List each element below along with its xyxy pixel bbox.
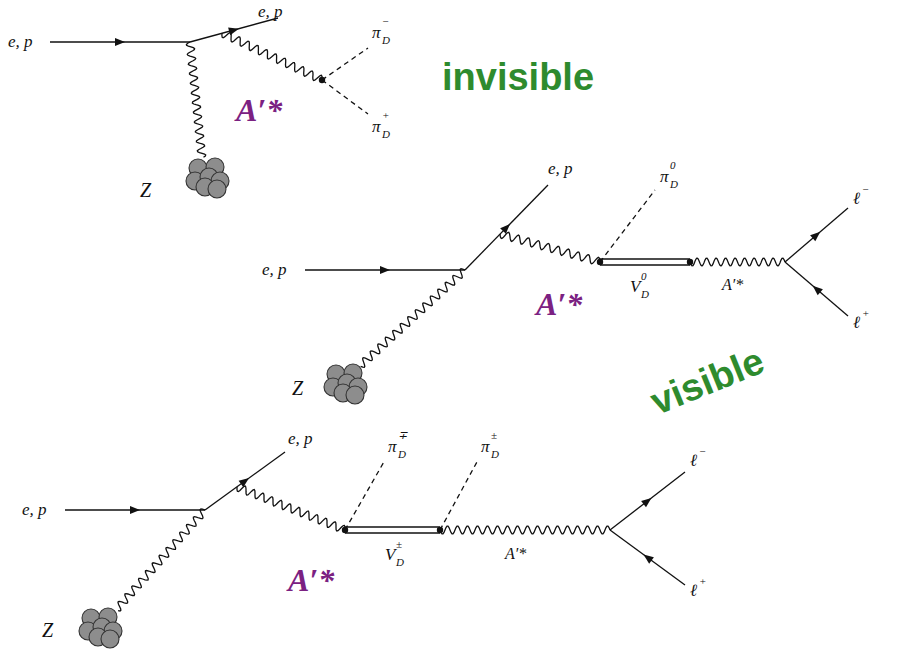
arrowhead	[130, 506, 140, 514]
photon-line	[690, 258, 785, 266]
nucleus	[208, 180, 226, 198]
arrowhead	[239, 478, 249, 487]
superscript: ∓	[398, 430, 407, 441]
arrowhead	[115, 38, 125, 46]
fermion-line	[465, 185, 548, 270]
particle-label: ℓ	[690, 452, 697, 469]
fermion-line	[610, 472, 685, 530]
nucleus-label: Z	[42, 620, 53, 640]
subscript: D	[670, 179, 678, 190]
nucleus-label: Z	[140, 180, 151, 200]
superscript: +	[699, 576, 706, 587]
fermion-line	[785, 262, 848, 316]
fermion-line	[785, 208, 848, 262]
photon-line	[440, 526, 610, 534]
mediator-label: A′*	[722, 277, 743, 293]
vertex-dot	[319, 77, 325, 83]
particle-label: ℓ	[853, 190, 860, 207]
particle-label: e, p	[258, 3, 283, 20]
particle-label: e, p	[262, 261, 287, 278]
superscript: −	[862, 184, 869, 195]
superscript: ±	[491, 430, 497, 441]
dark-vector-line	[600, 264, 690, 265]
fermion-line	[610, 530, 685, 585]
subscript: D	[641, 289, 649, 300]
particle-label: π	[372, 118, 381, 135]
photon-line	[118, 509, 205, 611]
superscript: +	[862, 308, 869, 319]
superscript: 0	[670, 160, 676, 171]
dark-pion-line	[600, 190, 655, 262]
photon-line	[186, 42, 205, 157]
vertex-dot	[342, 527, 348, 533]
superscript: +	[382, 110, 389, 121]
particle-label: V	[630, 278, 640, 295]
particle-label: ℓ	[853, 314, 860, 331]
mediator-label: A′*	[236, 94, 282, 126]
particle-label: ℓ	[690, 582, 697, 599]
photon-line	[500, 232, 600, 263]
nucleus	[101, 630, 119, 648]
particle-label: e, p	[288, 430, 313, 447]
particle-label: π	[481, 438, 490, 455]
subscript: D	[491, 449, 499, 460]
arrowhead	[643, 555, 653, 564]
vertex-dot	[597, 259, 603, 265]
particle-label: e, p	[22, 501, 47, 518]
dark-pion-line	[322, 48, 368, 80]
category-label: invisible	[442, 58, 594, 96]
subscript: D	[382, 129, 390, 140]
mediator-label: A′*	[536, 288, 582, 320]
nucleus-label: Z	[292, 378, 303, 398]
particle-label: e, p	[548, 160, 573, 177]
particle-label: π	[388, 438, 397, 455]
subscript: D	[396, 557, 404, 568]
superscript: ±	[396, 539, 402, 550]
arrowhead	[380, 266, 390, 274]
dark-vector-line	[345, 532, 440, 533]
particle-label: π	[660, 168, 669, 185]
dark-pion-line	[440, 460, 478, 530]
particle-label: V	[385, 546, 395, 563]
nucleus	[346, 386, 364, 404]
mediator-label: A′*	[288, 564, 334, 596]
fermion-line	[190, 18, 278, 42]
category-label: visible	[645, 341, 769, 421]
dark-vector-line	[345, 526, 440, 527]
photon-line	[222, 33, 322, 81]
arrowhead	[810, 232, 820, 242]
subscript: D	[382, 35, 390, 46]
superscript: −	[699, 446, 706, 457]
superscript: 0	[641, 271, 647, 282]
arrowhead	[813, 286, 823, 296]
arrowhead	[228, 27, 239, 35]
dark-vector-line	[600, 258, 690, 259]
dark-pion-line	[345, 460, 385, 530]
mediator-label: A′*	[505, 546, 526, 562]
particle-label: π	[372, 24, 381, 41]
particle-label: e, p	[8, 33, 33, 50]
dark-pion-line	[322, 80, 368, 114]
superscript: −	[382, 16, 389, 27]
arrowhead	[641, 498, 651, 507]
photon-line	[361, 269, 465, 368]
photon-line	[237, 486, 345, 531]
subscript: D	[398, 449, 406, 460]
